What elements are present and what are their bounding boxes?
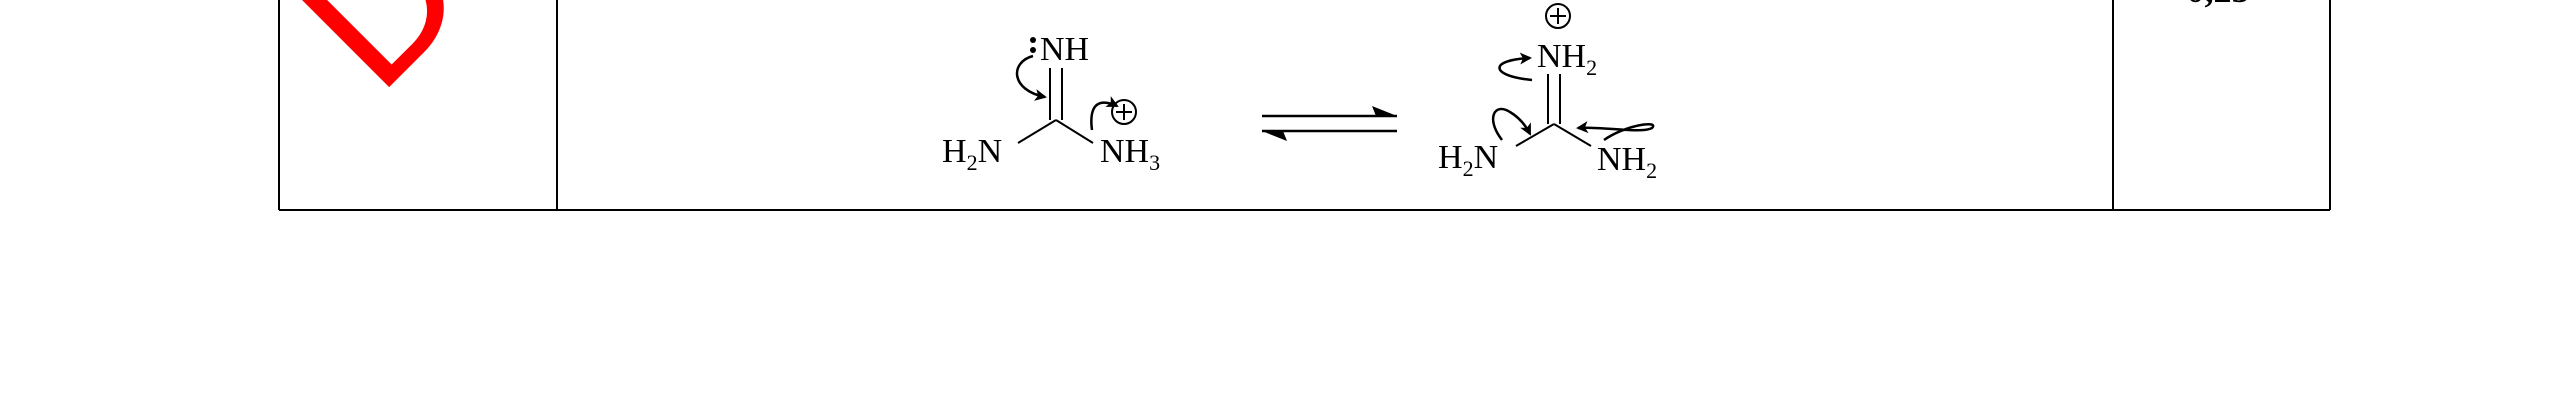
single-bond-left xyxy=(1017,119,1057,144)
equilibrium-arrows-icon xyxy=(1262,106,1397,141)
positive-charge-icon xyxy=(1111,99,1137,125)
left-ammonium-group: NH3 xyxy=(1100,133,1160,175)
lone-pair-dot xyxy=(1030,47,1036,53)
right-amine-group: H2N xyxy=(1438,139,1498,181)
single-bond-right xyxy=(1553,123,1592,147)
curved-arrow-icon xyxy=(1576,121,1655,142)
score-cell: 0,25 xyxy=(2113,0,2323,10)
left-top-group: NH xyxy=(1040,31,1089,68)
lone-pair-dot xyxy=(1030,37,1036,43)
curved-arrow-icon xyxy=(1015,54,1047,101)
single-bond-right xyxy=(1055,119,1094,144)
left-amine-group: H2N xyxy=(942,133,1002,175)
curved-arrow-icon xyxy=(1491,107,1532,141)
curved-arrow-icon xyxy=(1090,96,1119,131)
curved-arrow-icon xyxy=(1498,52,1533,82)
single-bond-left xyxy=(1515,123,1555,147)
right-top-group: NH2 xyxy=(1537,38,1597,80)
positive-charge-icon xyxy=(1545,3,1571,29)
right-structure: NH2 H2N NH2 xyxy=(1438,3,1657,183)
right-amine-group-2: NH2 xyxy=(1597,141,1657,183)
left-structure: NH H2N NH3 xyxy=(942,31,1160,175)
